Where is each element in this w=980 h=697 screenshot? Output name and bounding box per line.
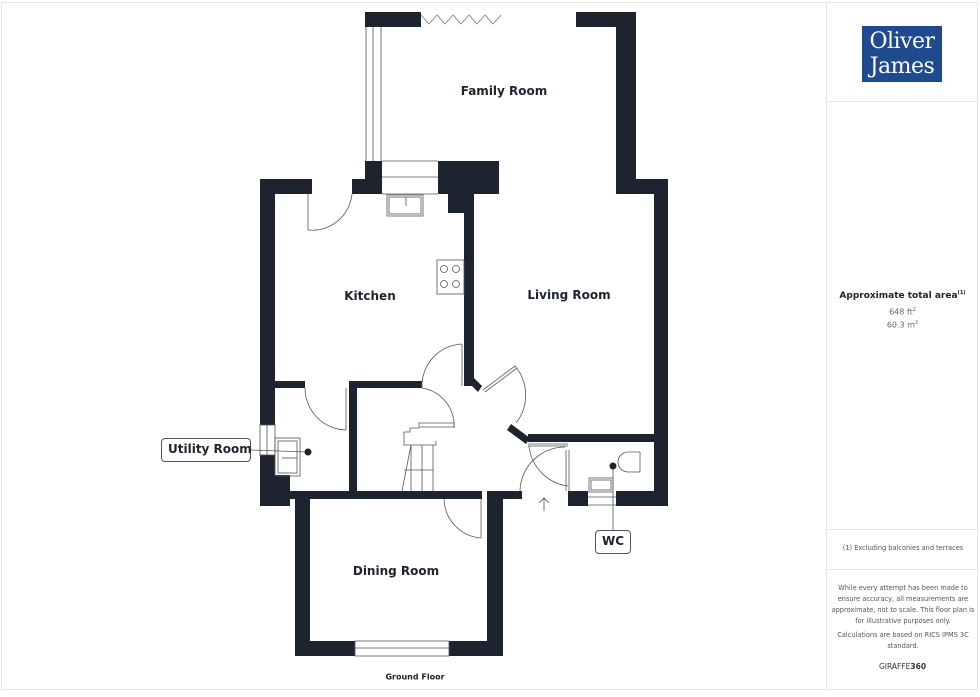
calculation-note: Calculations are based on RICS IPMS 3C s…	[837, 631, 969, 650]
info-sidebar: Oliver James Approximate total area(1) 6…	[826, 2, 978, 690]
oliver-james-logo: Oliver James	[862, 26, 942, 82]
giraffe360-brand: GIRAFFE360	[827, 662, 978, 671]
logo-line-2: James	[869, 54, 935, 79]
unit-exponent: 2	[914, 320, 919, 326]
area-sqm-value: 60.3 m	[886, 320, 915, 330]
callout-dots	[304, 448, 617, 470]
floor-label: Ground Floor	[385, 672, 445, 682]
room-label-family-room: Family Room	[460, 84, 548, 98]
disclaimer-text: While every attempt has been made to ens…	[831, 584, 975, 625]
callout-utility-room: Utility Room	[161, 438, 252, 462]
room-label-living-room: Living Room	[527, 288, 611, 302]
room-label-dining-room: Dining Room	[352, 564, 440, 578]
area-section: Approximate total area(1) 648 ft2 60.3 m…	[827, 102, 978, 530]
room-label-kitchen: Kitchen	[344, 289, 396, 303]
walls	[260, 12, 668, 656]
area-title-text: Approximate total area	[839, 291, 958, 301]
logo-line-1: Oliver	[869, 29, 935, 54]
floor-plan: Family Room Kitchen Living Room Dining R…	[161, 12, 668, 682]
logo-section: Oliver James	[827, 2, 978, 102]
unit-exponent: 2	[912, 307, 916, 313]
area-sqft: 648 ft2	[827, 307, 978, 317]
fixture-lines	[250, 14, 641, 657]
brand-part-1: GIRAFFE	[878, 662, 911, 671]
footnote-marker: (1)	[957, 290, 966, 296]
area-sqft-value: 648 ft	[889, 307, 913, 317]
floor-plan-drawing	[250, 12, 668, 657]
area-title: Approximate total area(1)	[827, 290, 978, 301]
footnote-text: (1) Excluding balconies and terraces	[842, 544, 964, 552]
brand-part-2: 360	[910, 662, 927, 671]
footnote-section: (1) Excluding balconies and terraces	[827, 530, 978, 570]
callout-wc: WC	[595, 530, 631, 554]
area-sqm: 60.3 m2	[827, 320, 978, 330]
